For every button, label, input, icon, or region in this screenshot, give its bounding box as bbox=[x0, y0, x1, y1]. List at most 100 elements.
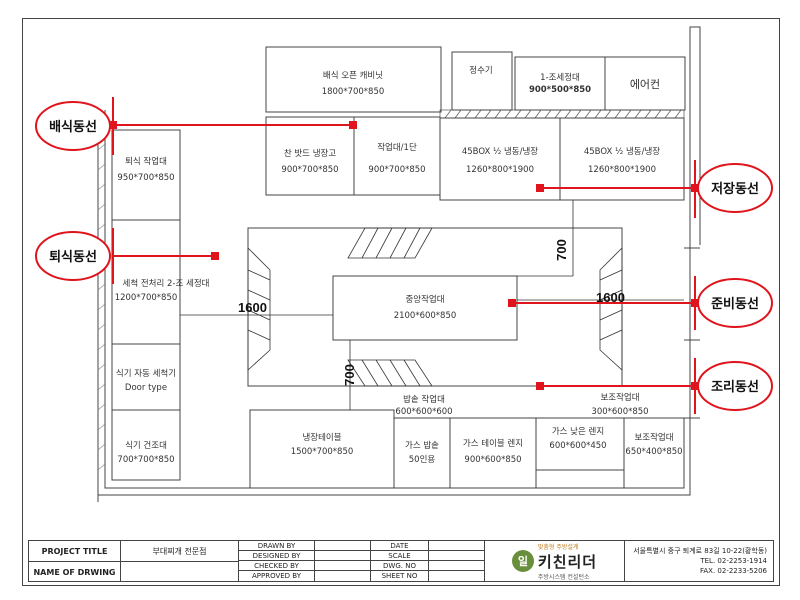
dim-left-aisle: 1600 bbox=[238, 300, 267, 315]
freezer-2-name: 45BOX ½ 냉동/냉장 bbox=[584, 146, 660, 157]
worktable-1-name: 작업대/1단 bbox=[377, 142, 417, 153]
drawn-by-label: DRAWN BY bbox=[239, 541, 314, 551]
griddle-name: 가스 테이블 렌지 bbox=[463, 438, 523, 449]
open-cabinet-size: 1800*700*850 bbox=[322, 87, 385, 97]
drawing-frame bbox=[22, 18, 780, 586]
fridge-table-size: 1500*700*850 bbox=[291, 447, 354, 457]
worktable-1 bbox=[353, 116, 441, 196]
logo-badge: 일 bbox=[511, 550, 534, 572]
griddle bbox=[449, 417, 537, 489]
flow-label-return: 퇴식동선 bbox=[35, 231, 111, 281]
aux-table-2 bbox=[623, 417, 685, 489]
low-range-size: 600*600*450 bbox=[549, 441, 606, 451]
dim-bottom-aisle: 700 bbox=[342, 364, 357, 386]
freezer-2 bbox=[559, 117, 685, 201]
checked-by-label: CHECKED BY bbox=[239, 561, 314, 571]
center-table bbox=[332, 275, 518, 341]
dryer-size: 700*700*850 bbox=[117, 455, 174, 465]
side-fridge-name: 찬 밧드 냉장고 bbox=[284, 148, 337, 159]
center-table-size: 2100*600*850 bbox=[394, 311, 457, 321]
side-fridge-size: 900*700*850 bbox=[281, 165, 338, 175]
kitchen-floor-plan: 1600 1600 700 700 배식 오픈 캐비닛 1800*700*850… bbox=[35, 26, 773, 502]
company-fax: FAX. 02-2233-5206 bbox=[699, 567, 767, 575]
sink-1-name: 1-조세정대 bbox=[540, 72, 580, 83]
drawing-name-label: NAME OF DRWING bbox=[33, 567, 116, 577]
scale-value bbox=[429, 551, 484, 561]
logo-subtitle: 주방시스템 컨설턴소 bbox=[537, 573, 590, 581]
dim-top-aisle: 700 bbox=[554, 239, 569, 261]
sheet-no-label: SHEET NO bbox=[381, 572, 418, 580]
company-address-block: 서울특별시 중구 퇴계로 83길 10-22(황학동) TEL. 02-2253… bbox=[625, 541, 773, 581]
approved-by-value bbox=[315, 571, 370, 581]
wall-hatch bbox=[97, 123, 106, 471]
scale-label: SCALE bbox=[371, 551, 428, 561]
dwg-no-value bbox=[429, 561, 484, 571]
flow-lines bbox=[109, 97, 699, 414]
freezer-hood-hatch bbox=[439, 109, 685, 119]
logo-tagline: 맞춤형 주방설계 bbox=[537, 543, 579, 551]
dim-right-aisle: 1600 bbox=[596, 290, 625, 305]
fridge-table-name: 냉장테이블 bbox=[302, 432, 341, 443]
aircon bbox=[604, 56, 686, 111]
svg-text:준비동선: 준비동선 bbox=[711, 296, 759, 312]
open-cabinet bbox=[265, 46, 442, 113]
flow-label-prep: 준비동선 bbox=[697, 278, 773, 328]
flow-label-serving: 배식동선 bbox=[35, 101, 111, 151]
flow-label-cooking: 조리동선 bbox=[697, 361, 773, 411]
company-tel: TEL. 02-2253-1914 bbox=[700, 557, 767, 565]
dryer bbox=[111, 409, 181, 481]
date-value bbox=[429, 541, 484, 551]
step-markers bbox=[247, 227, 623, 387]
griddle-size: 900*600*850 bbox=[464, 455, 521, 465]
svg-text:배식동선: 배식동선 bbox=[49, 119, 97, 135]
company-logo: 일 맞춤형 주방설계 키친리더 주방시스템 컨설턴소 bbox=[485, 541, 625, 581]
rice-cooker-name: 가스 밥솥 bbox=[405, 441, 439, 451]
date-label: DATE bbox=[371, 541, 428, 551]
freezer-1-size: 1260*800*1900 bbox=[466, 165, 534, 175]
prewash-sink-size: 1200*700*850 bbox=[115, 293, 178, 303]
company-address: 서울특별시 중구 퇴계로 83길 10-22(황학동) bbox=[633, 547, 767, 555]
logo-name: 키친리더 bbox=[537, 552, 598, 571]
drawn-by-value bbox=[315, 541, 370, 551]
return-table-name: 퇴식 작업대 bbox=[125, 156, 167, 167]
project-title-label: PROJECT TITLE bbox=[29, 541, 120, 562]
approved-by-label: APPROVED BY bbox=[251, 572, 301, 580]
svg-text:저장동선: 저장동선 bbox=[711, 181, 759, 197]
sink-1-size: 900*500*850 bbox=[529, 85, 591, 95]
svg-text:조리동선: 조리동선 bbox=[711, 379, 759, 395]
low-range-name: 가스 낮은 렌지 bbox=[552, 426, 604, 437]
walls bbox=[97, 26, 701, 502]
rice-cooker bbox=[393, 417, 451, 489]
aux-table-2-name: 보조작업대 bbox=[634, 432, 673, 443]
dwg-no-label: DWG. NO bbox=[371, 561, 428, 571]
aux-table-1-size: 300*600*850 bbox=[591, 407, 648, 417]
prewash-sink-name: 세척 전처리 2-조 세정대 bbox=[123, 278, 210, 289]
freezer-2-size: 1260*800*1900 bbox=[588, 165, 656, 175]
rice-table-size: 600*600*600 bbox=[395, 407, 452, 417]
title-block: PROJECT TITLE NAME OF DRWING 부대찌개 전문점 DR… bbox=[28, 540, 774, 582]
svg-text:퇴식동선: 퇴식동선 bbox=[49, 249, 97, 265]
dishwasher-name: 식기 자동 세척기 bbox=[116, 369, 176, 379]
worktable-1-size: 900*700*850 bbox=[368, 165, 425, 175]
freezer-1-name: 45BOX ½ 냉동/냉장 bbox=[462, 146, 538, 157]
aux-table-2-size: 650*400*850 bbox=[625, 447, 682, 457]
dimension-lines bbox=[180, 200, 684, 410]
flow-label-storage: 저장동선 bbox=[697, 163, 773, 213]
open-cabinet-name: 배식 오픈 캐비닛 bbox=[323, 70, 383, 81]
rice-cooker-size: 50인용 bbox=[409, 454, 436, 465]
project-title-value: 부대찌개 전문점 bbox=[121, 541, 238, 562]
designed-by-value bbox=[315, 551, 370, 561]
sheet-no-value bbox=[429, 571, 484, 581]
rice-table-name: 밥솥 작업대 bbox=[403, 394, 445, 405]
checked-by-value bbox=[315, 561, 370, 571]
dishwasher-size: Door type bbox=[125, 383, 167, 393]
designed-by-label: DESIGNED BY bbox=[239, 551, 314, 561]
drawing-name-value bbox=[121, 562, 238, 582]
dryer-name: 식기 건조대 bbox=[125, 440, 167, 451]
water-purifier-name: 정수기 bbox=[469, 65, 492, 76]
return-table-size: 950*700*850 bbox=[117, 173, 174, 183]
aux-table-1-name: 보조작업대 bbox=[600, 392, 639, 403]
sink-1 bbox=[514, 56, 606, 111]
center-table-name: 중앙작업대 bbox=[405, 294, 444, 305]
water-purifier bbox=[451, 51, 513, 111]
